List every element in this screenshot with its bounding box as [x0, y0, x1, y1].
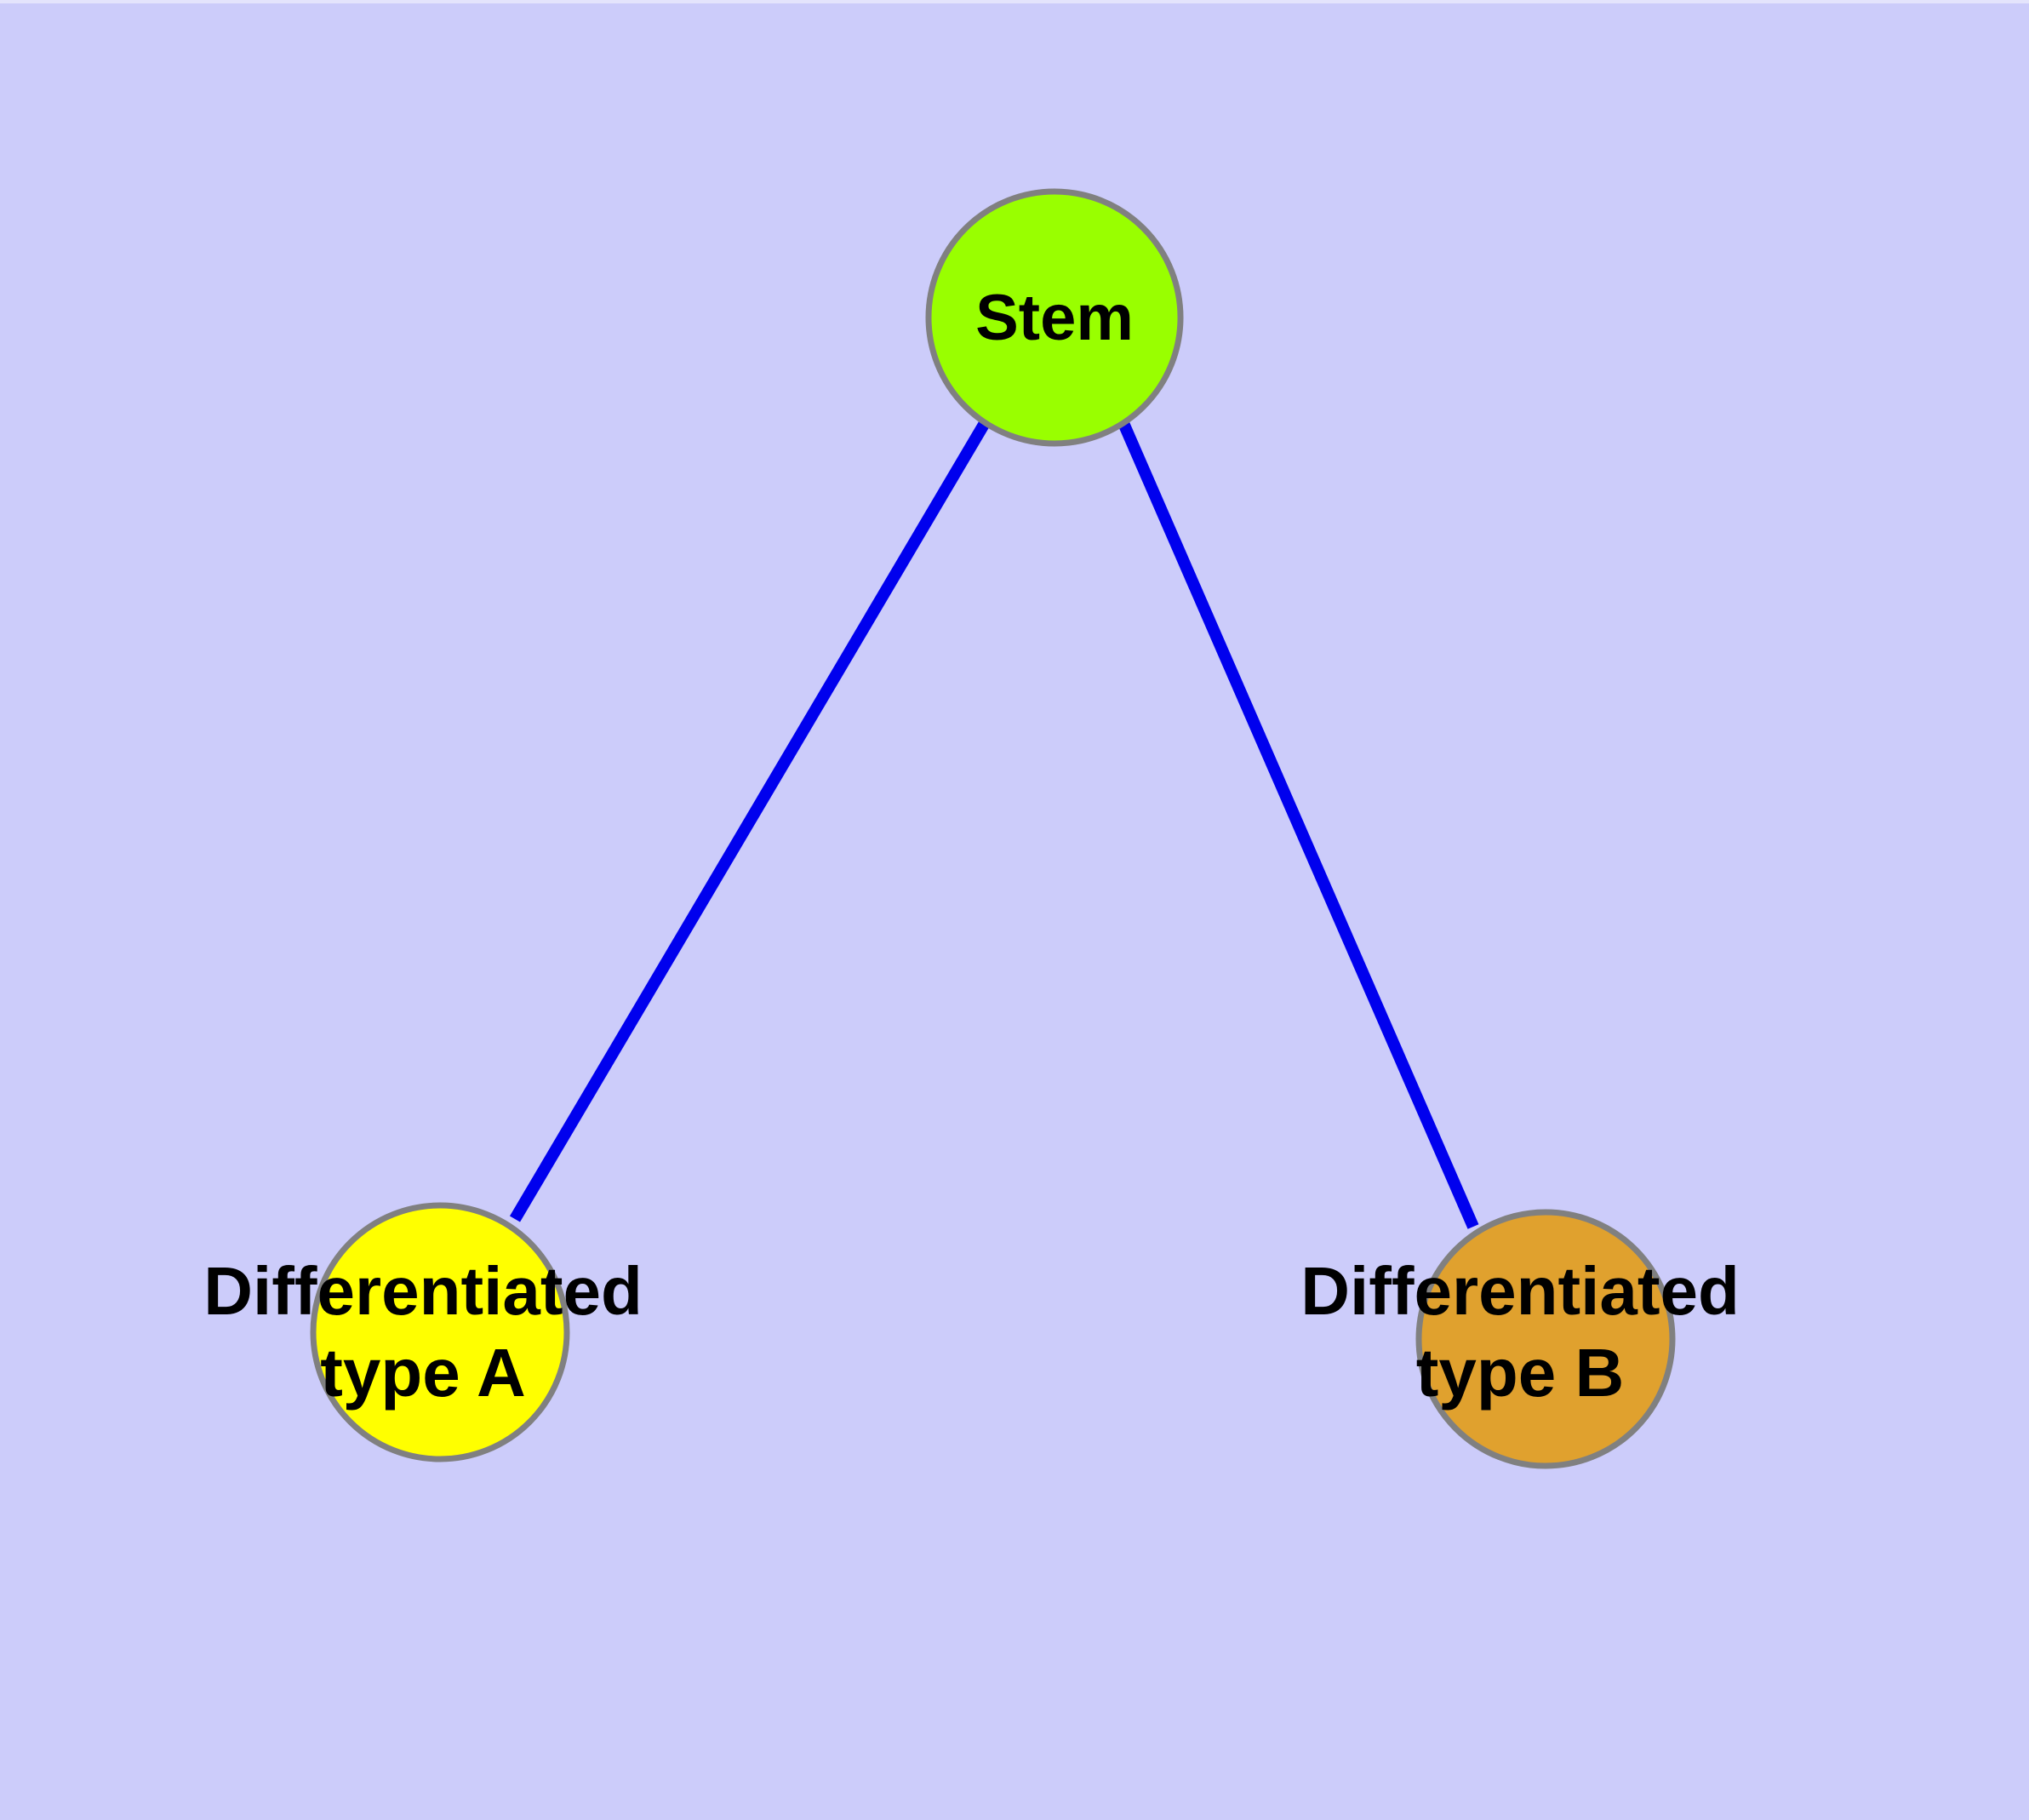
edge-stem-to-diff-a[interactable]	[509, 420, 991, 1222]
node-diff-a[interactable]	[310, 1202, 570, 1462]
node-diff-b[interactable]	[1415, 1209, 1676, 1469]
node-label-diff-b-line2: type B	[1416, 1335, 1625, 1411]
node-stem[interactable]: Stem	[925, 188, 1184, 447]
node-label-diff-b-line1: Differentiated	[1300, 1253, 1740, 1329]
node-label-diff-a-line1: Differentiated	[203, 1253, 643, 1329]
node-label-diff-a-line2: type A	[320, 1335, 526, 1411]
node-label-stem: Stem	[975, 282, 1134, 354]
edge-stem-to-diff-b[interactable]	[1117, 421, 1479, 1229]
label-layer: Differentiated type A Differentiated typ…	[203, 1253, 1740, 1411]
node-circle-diff-a[interactable]	[310, 1202, 570, 1462]
node-circle-stem[interactable]	[925, 188, 1184, 447]
edge-layer	[509, 420, 1479, 1229]
node-circle-diff-b[interactable]	[1415, 1209, 1676, 1469]
canvas-top-edge	[0, 0, 2029, 3]
